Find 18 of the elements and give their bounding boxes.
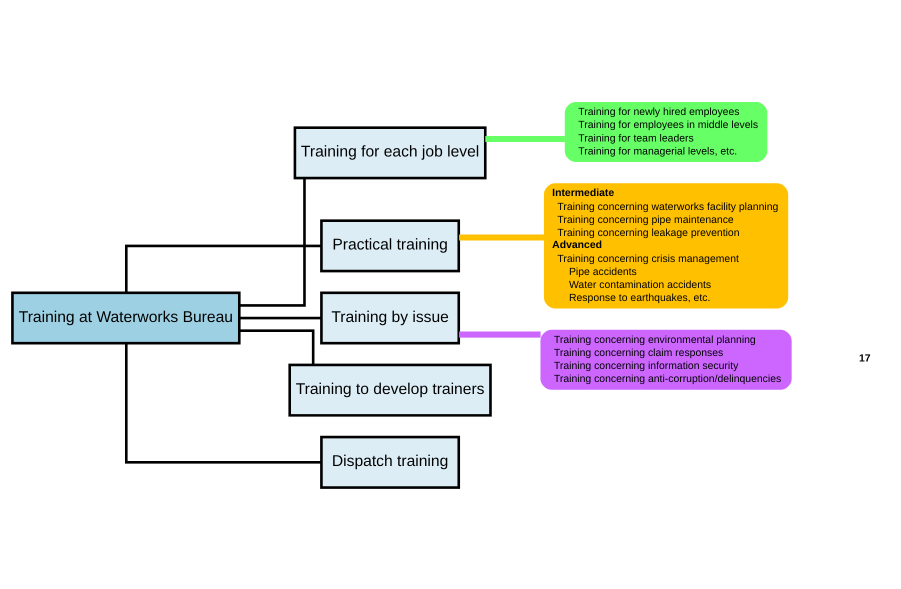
connector — [125, 244, 322, 292]
connector — [485, 135, 565, 142]
node-box: Training at Waterworks Bureau — [11, 291, 241, 344]
node-box: Practical training — [320, 218, 460, 272]
node-box: Training by issue — [320, 291, 460, 344]
connector — [125, 343, 322, 464]
connector — [239, 316, 322, 319]
node-box: Dispatch training — [320, 435, 460, 488]
connector — [239, 328, 314, 364]
connector — [240, 178, 306, 306]
node-box: Training to develop trainers — [288, 363, 492, 416]
connector — [459, 331, 541, 338]
connector — [459, 234, 544, 240]
label: 17 — [859, 353, 871, 364]
node-box: Training concerning environmental planning Training concerning claim responses Training concerning information security Training concerning anti-corruption/delinquencies — [540, 329, 792, 390]
node-box: Training for newly hired employees Training for employees in middle levels Training for team leaders Training for managerial levels, etc. — [564, 102, 768, 162]
node-box: Intermediate Training concerning waterworks facility planning Training concerning pipe maintenance Training concerning leakage prevention Advanced Training concerning crisis management Pipe accidents Water contamination accidents Response to earthquakes, etc. — [544, 182, 788, 308]
node-box: Training for each job level — [294, 126, 487, 179]
